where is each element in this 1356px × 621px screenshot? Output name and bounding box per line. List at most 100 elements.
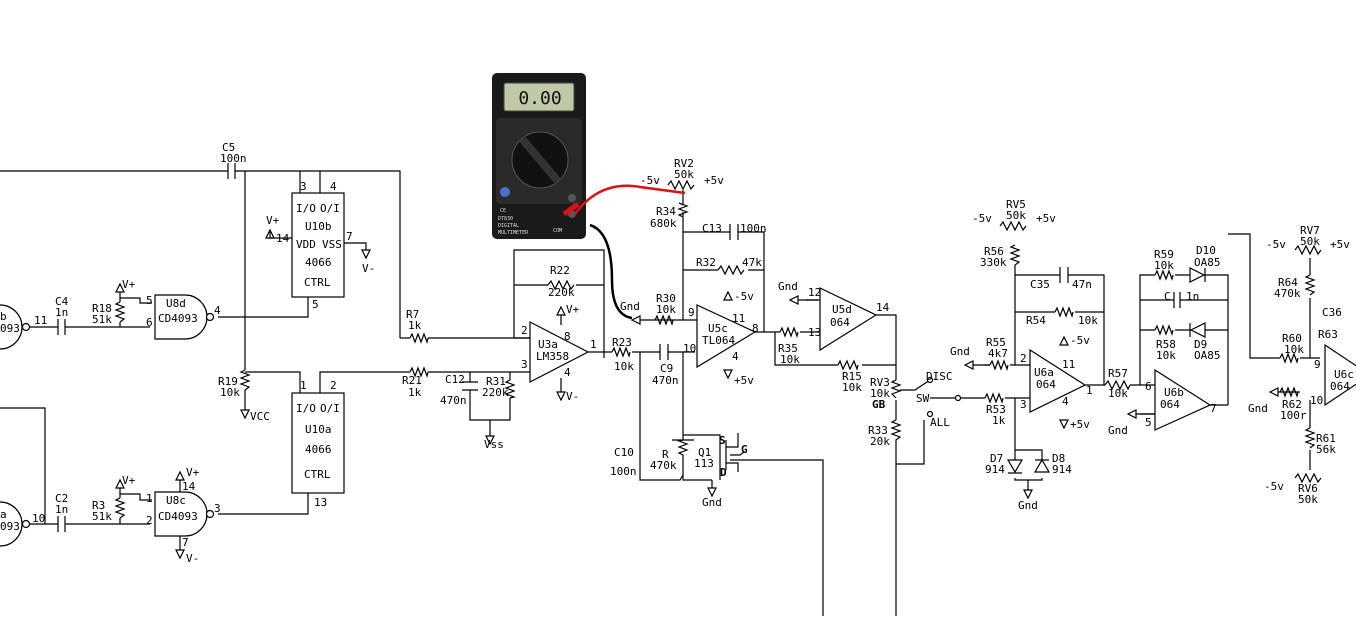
c36-ref: C36 [1322,306,1342,319]
u3a-part: LM358 [536,350,569,363]
u5c-ref: U5c [708,322,728,335]
u10a-p2: 2 [330,379,337,392]
opamp-u6c [1324,343,1356,407]
probe-black [589,223,633,320]
r54-ref: R54 [1026,314,1046,327]
u10a-p13: 13 [314,496,327,509]
r54-value: 10k [1078,314,1098,327]
u8c-p1: 1 [146,492,153,505]
u8d-p5: 5 [146,294,153,307]
u8d-ref: U8d [166,297,186,310]
multimeter: 0.00 DT830 DIGITAL MULTIMETER CE COM [492,73,686,320]
r32-ref: R32 [696,256,716,269]
u3a-vplus: V+ [566,303,580,316]
rv2-pos: +5v [704,174,724,187]
r62-gnd: Gnd [1248,402,1268,415]
rv5-ref: RV5 [1006,198,1026,211]
u10a-io: I/O [296,402,316,415]
c35-value: 47n [1072,278,1092,291]
opamps [529,287,1356,431]
u8c-ref: U8c [166,494,186,507]
wires [0,170,1320,616]
u10a-ref: U10a [305,423,332,436]
u6a-p1: 1 [1086,384,1093,397]
u8c-p2: 2 [146,514,153,527]
u3a-p1: 1 [590,338,597,351]
r30-value: 10k [656,303,676,316]
u6c-p10: 10 [1310,394,1323,407]
u6a-p3: 3 [1020,398,1027,411]
c5-ref: C5 [222,141,235,154]
u3a-p2: 2 [521,324,528,337]
c13-value: 100n [740,222,767,235]
r19-value: 10k [220,386,240,399]
probe-red [573,184,686,215]
r56-ref: R56 [984,245,1004,258]
r18-ref: R18 [92,302,112,315]
c2-value: 1n [55,503,68,516]
left-b-frag: 093 [0,322,20,335]
d10-value: OA85 [1194,256,1221,269]
switch [926,376,962,418]
r7-ref: R7 [406,308,419,321]
u10b-vss: VSS [322,238,342,251]
opamp-u6a [1029,348,1087,413]
c10-ref: C10 [614,446,634,459]
rails [115,228,1280,560]
u3a-p3: 3 [521,358,528,371]
chip-u10a [291,392,345,494]
u5c-p8: 8 [752,322,759,335]
multimeter-display: 0.00 [518,88,561,109]
c13-ref: C13 [702,222,722,235]
r57-value: 10k [1108,387,1128,400]
u6a-pos: +5v [1070,418,1090,431]
u10a-p1: 1 [300,379,307,392]
u10b-p3: 3 [300,180,307,193]
c12-ref: C12 [445,373,465,386]
rv6-neg: -5v [1264,480,1284,493]
u5c-p9: 9 [688,306,695,319]
u8c-vplus: V+ [186,466,200,479]
u10b-ref: U10b [305,220,332,233]
u10b-p5: 5 [312,298,319,311]
d7-ref: D7 [990,452,1003,465]
r-value: 470k [650,459,677,472]
u10a-oi: O/I [320,402,340,415]
r7-value: 1k [408,319,422,332]
d8-ref: D8 [1052,452,1065,465]
u10b-ctrl: CTRL [304,276,331,289]
u5d-p14: 14 [876,301,890,314]
r63-ref: R63 [1318,328,1338,341]
c35-ref: C35 [1030,278,1050,291]
u6c-part: 064 [1330,380,1350,393]
u10b-p14: 14 [276,232,290,245]
nand-left-a [0,501,23,547]
c1-ref: C [1164,290,1171,303]
r62-ref: R62 [1282,398,1302,411]
r32-value: 47k [742,256,762,269]
rv2-neg: -5v [640,174,660,187]
r30-ref: R30 [656,292,676,305]
r58-value: 10k [1156,349,1176,362]
d7-value: 914 [985,463,1005,476]
multimeter-com: COM [553,228,562,234]
left-a-frag: 093 [0,520,20,533]
u6b-ref: U6b [1164,386,1184,399]
u10b-part: 4066 [305,256,332,269]
u10b-p7: 7 [346,230,353,243]
u5c-p4: 4 [732,350,739,363]
u8c-vminus: V- [186,552,199,565]
left-b-pin: 11 [34,314,47,327]
r59-ref: R59 [1154,248,1174,261]
u6a-neg: -5v [1070,334,1090,347]
u10b-vminus: V- [362,262,375,275]
rv5-neg: -5v [972,212,992,225]
r55-value: 4k7 [988,347,1008,360]
rv6-value: 50k [1298,493,1318,506]
rv3-value: 10k [870,387,890,400]
d9-ref: D9 [1194,338,1207,351]
switch-all: ALL [930,416,950,429]
rv3-sub: GB [872,398,886,411]
labels: C5 100n 3 4 I/O O/I U10b VDD VSS 4066 CT… [0,141,1354,565]
r61-ref: R61 [1316,432,1336,445]
